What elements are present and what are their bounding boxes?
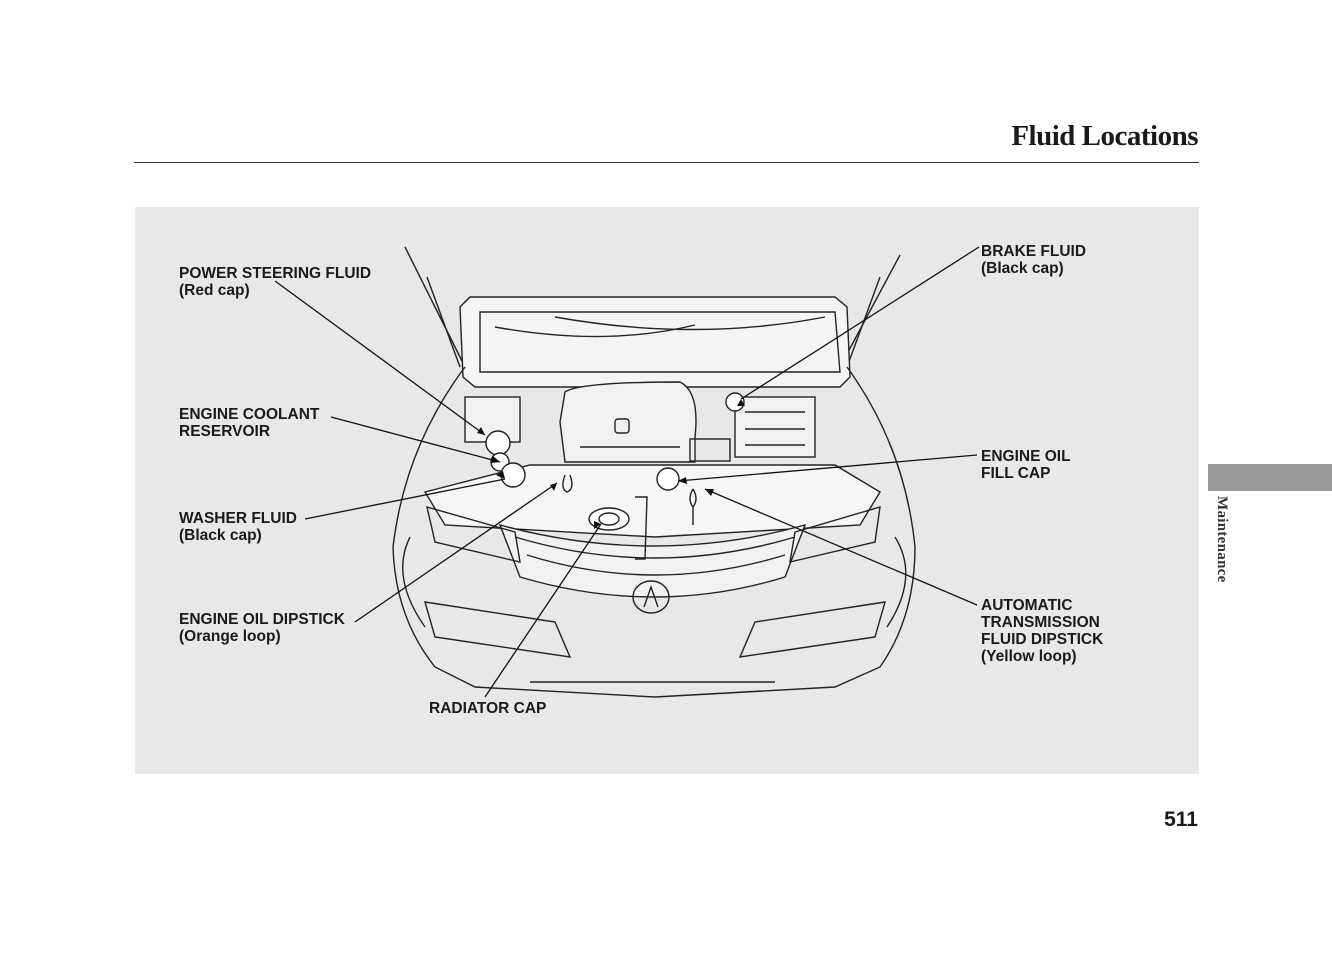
leader-oil-dipstick [354,482,558,623]
page-number: 511 [1164,808,1198,831]
label-engine-oil-dipstick: ENGINE OIL DIPSTICK (Orange loop) [179,611,345,645]
atf-line3: FLUID DIPSTICK [981,631,1104,648]
radiator-name: RADIATOR CAP [429,700,547,717]
atf-line2: TRANSMISSION [981,614,1100,631]
label-engine-oil-fill-cap: ENGINE OIL FILL CAP [981,448,1071,482]
title-divider [134,162,1199,163]
washer-name: WASHER FLUID [179,510,297,527]
brake-name: BRAKE FLUID [981,243,1087,260]
power-steering-name: POWER STEERING FLUID [179,265,372,282]
atf-note: (Yellow loop) [981,648,1077,665]
engine-bay-illustration [274,246,980,698]
washer-note: (Black cap) [179,527,262,544]
leader-oil-fill [677,454,978,482]
label-radiator-cap: RADIATOR CAP [429,700,546,717]
brake-note: (Black cap) [981,260,1064,277]
power-steering-note: (Red cap) [179,282,250,299]
leader-power-steering [274,280,486,436]
label-washer-fluid: WASHER FLUID (Black cap) [179,510,297,544]
oil-fill-line2: FILL CAP [981,465,1051,482]
label-brake-fluid: BRAKE FLUID (Black cap) [981,243,1086,277]
leader-coolant [330,416,501,463]
leader-atf [704,488,978,606]
leader-washer [304,478,506,520]
leader-radiator [484,523,602,698]
atf-line1: AUTOMATIC [981,597,1073,614]
section-tab [1208,464,1332,491]
coolant-line2: RESERVOIR [179,423,271,440]
oil-fill-line1: ENGINE OIL [981,448,1071,465]
page-title: Fluid Locations [1011,120,1198,152]
engine-diagram-panel: POWER STEERING FLUID (Red cap) ENGINE CO… [135,207,1199,774]
coolant-line1: ENGINE COOLANT [179,406,320,423]
label-automatic-transmission-fluid-dipstick: AUTOMATIC TRANSMISSION FLUID DIPSTICK (Y… [981,597,1103,665]
oil-dipstick-note: (Orange loop) [179,628,281,645]
leader-brake [740,246,980,400]
label-power-steering-fluid: POWER STEERING FLUID (Red cap) [179,265,371,299]
label-engine-coolant-reservoir: ENGINE COOLANT RESERVOIR [179,406,319,440]
section-tab-label: Maintenance [1214,496,1230,583]
oil-dipstick-name: ENGINE OIL DIPSTICK [179,611,345,628]
